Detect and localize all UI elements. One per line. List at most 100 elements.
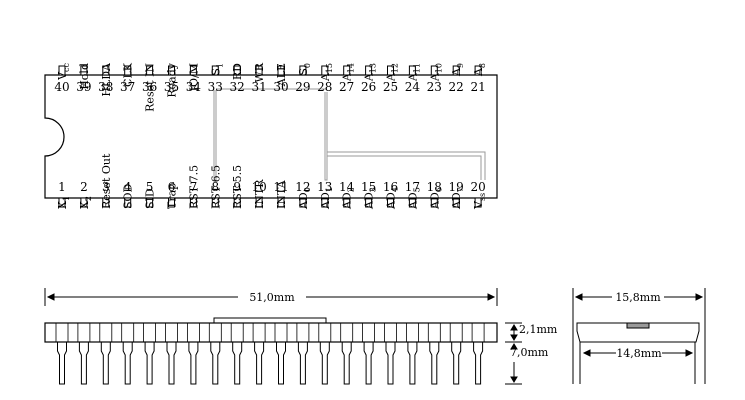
side-lead-shoulder [318,322,332,343]
side-view-top-bump [213,317,327,323]
pin-13-label: AD1 [319,187,334,210]
side-lead-shoulder [77,322,91,343]
chip-body [44,74,498,199]
side-lead [451,342,462,385]
pin-24-label: A11 [406,63,421,82]
pin-19-lead [452,197,460,208]
pin-18-label: AD6 [428,187,443,210]
pin-2: 2X2 [78,180,93,209]
pin-32-number: 32 [230,80,245,94]
side-lead [100,342,111,385]
pin-17-number: 17 [405,180,420,194]
pin-17-label: AD5 [406,187,421,210]
side-lead-shoulder [165,322,178,343]
pin-31-lead [255,65,263,76]
pin-28-number: 28 [317,80,332,94]
pin-38-label: HLDA [100,62,113,97]
pin-12-label: AD0 [297,187,312,210]
trace-s1-to-rst65 [213,90,217,181]
side-lead [429,342,440,385]
pin-11-label: INTA [275,179,288,209]
side-lead [122,342,133,385]
side-lead [144,342,155,385]
side-lead-shoulder [99,322,113,343]
pin-28-lead [321,65,329,76]
pin-5-label: SID [144,188,157,209]
pin-25-label: A12 [385,63,400,82]
pin-4-lead [124,197,132,208]
pin-6-number: 6 [168,180,176,194]
pin-33-number: 33 [208,80,223,94]
side-lead-shoulder [384,322,397,343]
pin-19-number: 19 [449,180,464,194]
pin-3-label: Reset Out [100,153,113,209]
trace-ad1-to-vss [327,151,486,180]
pin-34-label: IO/M [187,63,200,91]
side-lead [341,342,352,385]
pin-34-lead [189,65,197,76]
side-lead [57,342,67,385]
pin-36-number: 36 [142,80,157,94]
pin-10-label: INTR [253,179,266,209]
pin-39-lead [80,65,88,76]
pin-16-label: AD4 [385,187,400,210]
pin-7-lead [189,197,197,208]
pin-32-lead [233,65,241,76]
pin-5-lead [146,197,154,208]
pin-3-number: 3 [102,180,110,194]
pin-27-lead [343,65,351,76]
pin-24-lead [408,65,416,76]
pin-9-label: RST 5.5 [231,165,244,209]
pin-14-lead [343,197,351,208]
pin-16-lead [387,197,394,208]
trace-a15-to-ad1 [324,92,328,181]
pin-37-lead [124,65,132,76]
side-lead [166,342,177,385]
pin-18-number: 18 [427,180,442,194]
end-view-body [576,322,700,343]
pin-9-lead [233,197,241,208]
side-lead [78,342,89,385]
pin-25-number: 25 [383,80,398,94]
pin-24-number: 24 [405,80,421,94]
side-lead-shoulder [405,322,419,343]
pin-29-label: S0 [297,63,312,76]
pin-7-label: RST 7.5 [187,165,200,209]
end-view-notch [626,322,650,329]
pin-11-number: 11 [273,180,288,194]
height-dimensions [505,322,522,385]
pin-10-lead [255,197,263,208]
pin-14-number: 14 [339,180,355,194]
pin-1-lead [58,197,66,208]
length-label: 51,0mm [249,291,295,304]
pin-22-number: 22 [449,80,464,94]
pin-18-lead [430,197,438,208]
pin-30-number: 30 [273,80,288,94]
length-dimension [44,288,498,306]
pin-10-number: 10 [251,180,266,194]
pin-4-number: 4 [124,180,132,194]
